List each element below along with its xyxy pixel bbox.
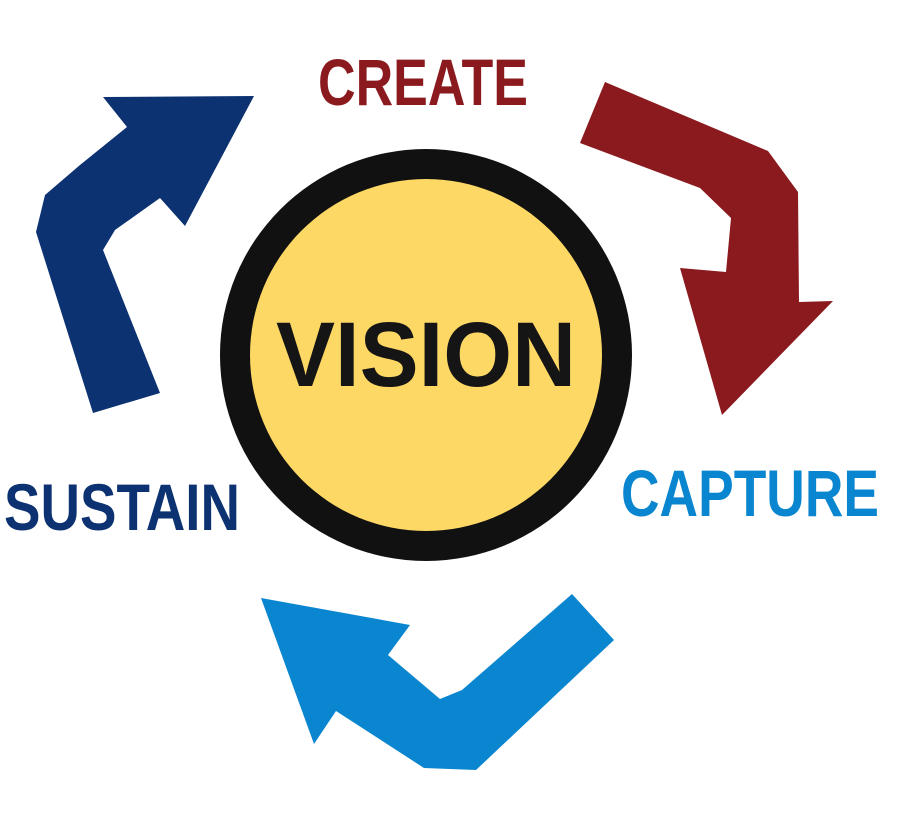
center-label: VISION — [276, 304, 576, 406]
capture-label: CAPTURE — [621, 456, 879, 530]
create-to-capture-arrow — [580, 82, 833, 415]
vision-circle-fill — [250, 179, 602, 531]
capture-to-sustain-arrow — [261, 594, 614, 770]
create-label: CREATE — [318, 45, 528, 119]
sustain-to-create-arrow — [36, 96, 254, 413]
sustain-label: SUSTAIN — [4, 470, 240, 544]
